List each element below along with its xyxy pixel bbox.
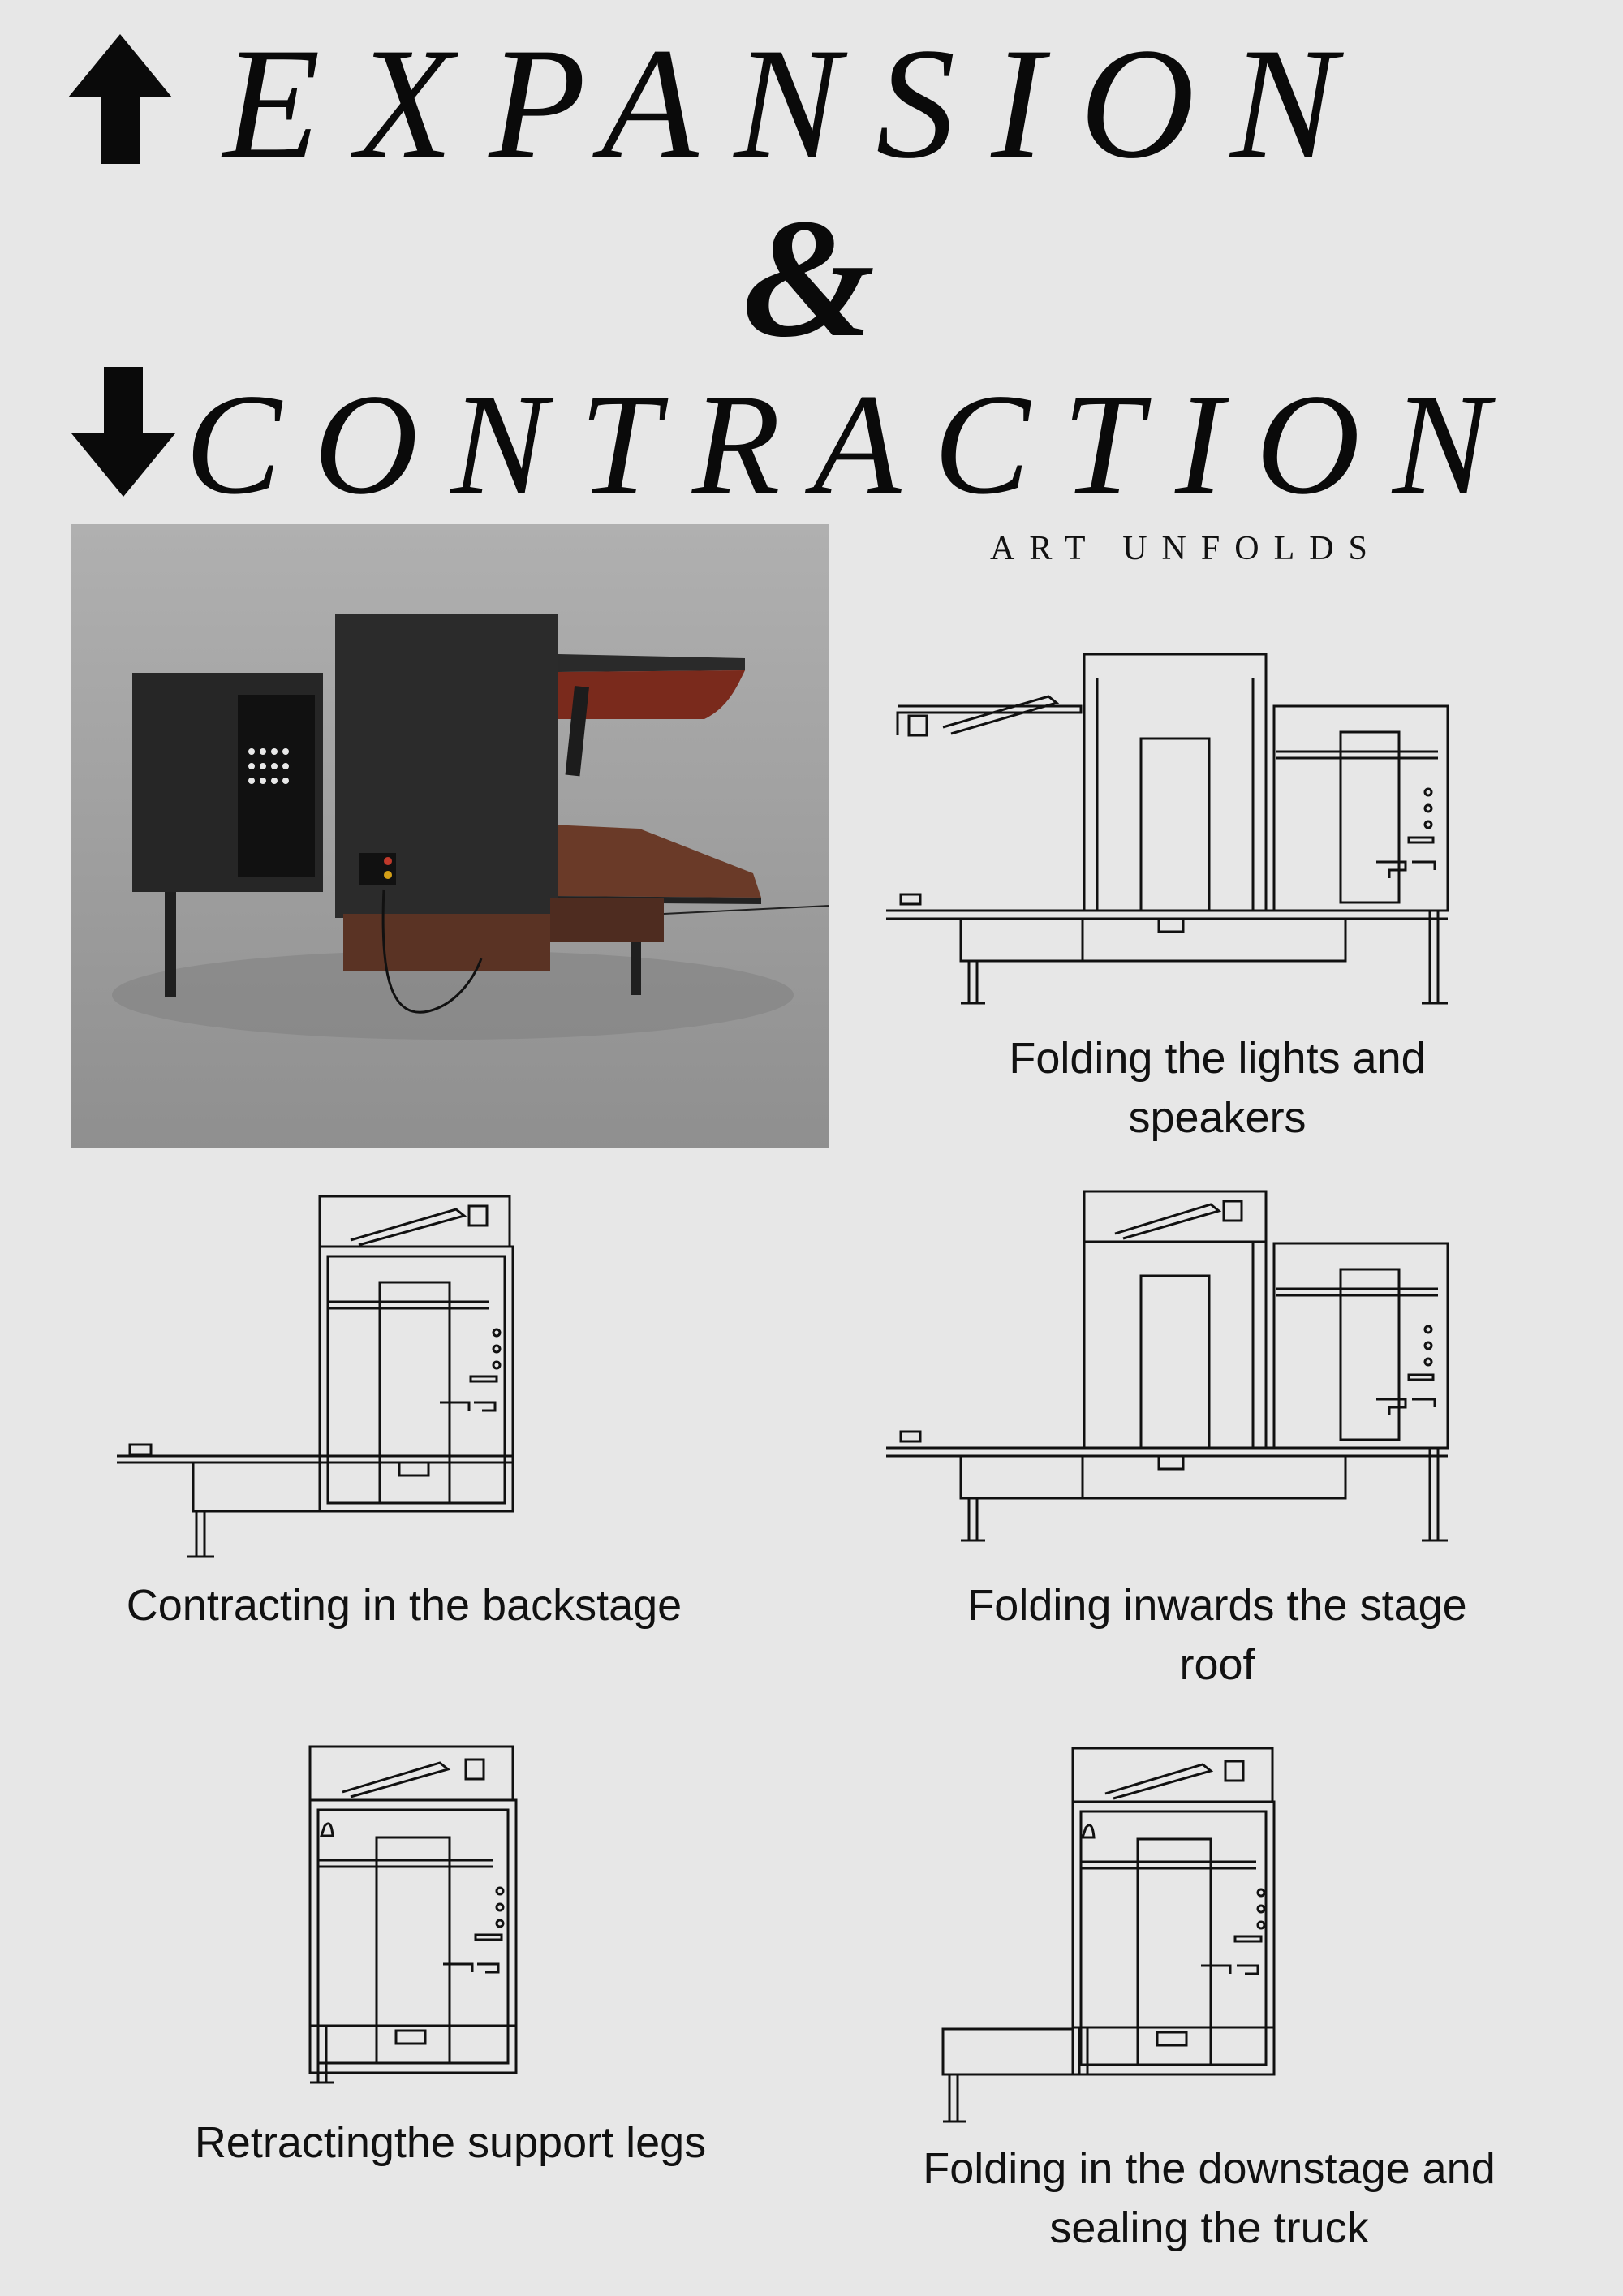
diagram-contract-backstage (115, 1195, 521, 1562)
caption-step-1: Folding the lights and speakers (1009, 1034, 1426, 1143)
caption-step-2: Contracting in the backstage (126, 1581, 682, 1630)
caption-step-3: Folding inwards the stage roof (967, 1581, 1467, 1690)
caption-step-5: Folding in the downstage and sealing the… (923, 2144, 1496, 2253)
diagram-retract-legs (307, 1745, 524, 2091)
caption-step-4: Retractingthe support legs (194, 2118, 707, 2167)
stage-truck-render (71, 524, 829, 1148)
title-expansion: EXPANSION (223, 15, 1372, 192)
arrow-down-icon (71, 367, 175, 497)
diagram-fold-lights (886, 654, 1454, 1008)
title-contraction: CONTRACTION (185, 364, 1522, 524)
diagram-fold-roof (886, 1191, 1454, 1545)
tagline: ART UNFOLDS (990, 530, 1382, 567)
title-ampersand: & (743, 184, 876, 373)
arrow-up-icon (68, 34, 172, 164)
diagram-seal-truck (940, 1747, 1281, 2128)
